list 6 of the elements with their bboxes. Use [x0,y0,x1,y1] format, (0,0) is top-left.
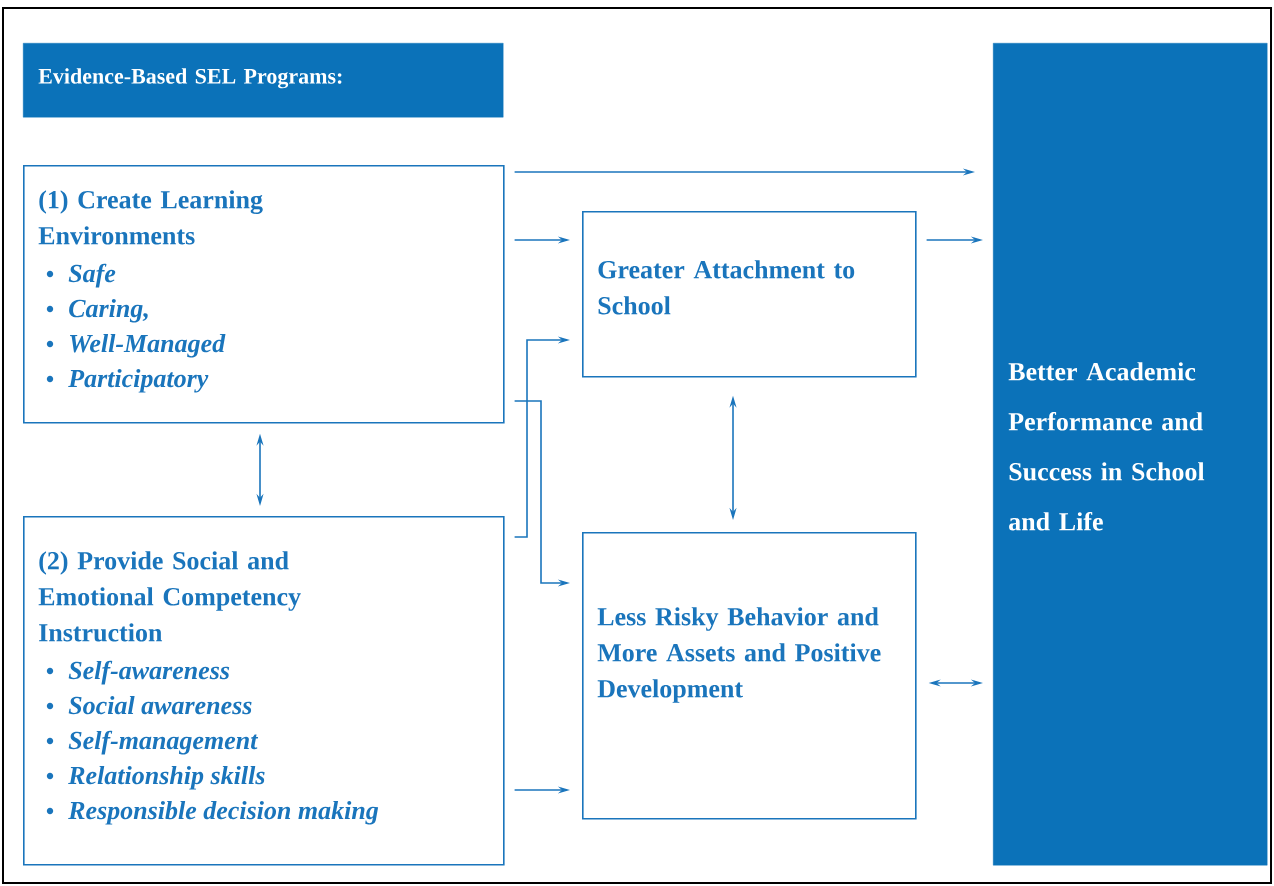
title-band: Evidence-Based SEL Programs: [23,43,504,118]
text-box: Less Risky Behavior and More Assets and Positive Development [582,532,917,820]
text-box: Greater Attachment to School [582,211,917,378]
outcome-band: Better Academic Performance and Success in School and Life [993,43,1268,866]
text-box: (2) Provide Social and Emotional Competency Instruction Self-awareness Social awareness Self-management Relationship skills Responsible decision making [23,516,505,866]
text-box: (1) Create Learning Environments Safe Caring, Well-Managed Participatory [23,165,505,424]
